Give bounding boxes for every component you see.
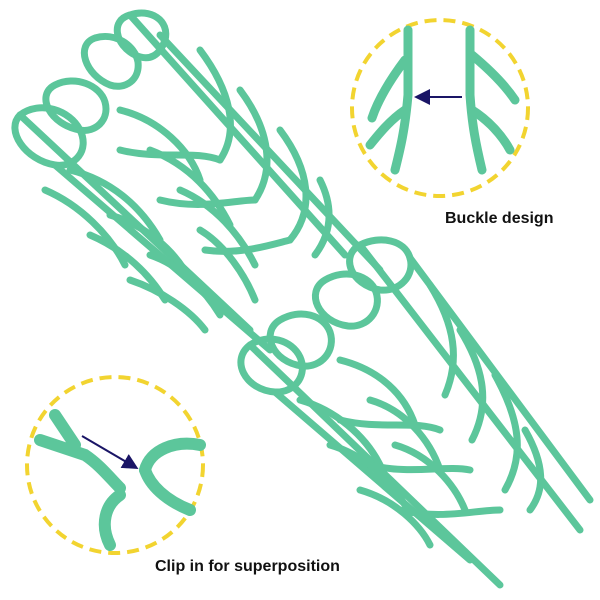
trellis-panel-lower (237, 236, 594, 589)
clip-superposition-caption: Clip in for superposition (155, 558, 340, 575)
buckle-design-caption: Buckle design (445, 210, 554, 227)
clip-callout (25, 375, 206, 555)
buckle-detail-image (365, 25, 520, 175)
buckle-callout (350, 18, 530, 198)
trellis-panel-upper (11, 9, 384, 354)
clip-detail-image (34, 409, 206, 551)
clip-arrow (81, 435, 139, 470)
